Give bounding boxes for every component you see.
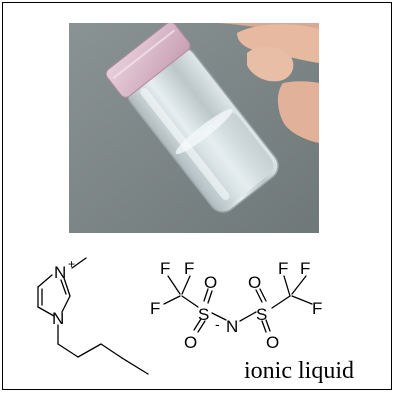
bond-s2-c [271,295,291,309]
anion-s1: S [198,305,209,324]
bond-n1-c2 [61,295,71,313]
fingertip [247,46,294,82]
cation-bonds [37,257,149,375]
bond-cf-3 [163,295,181,305]
anion-o1: O [204,273,217,292]
bond-butyl-3 [77,343,102,358]
bond-methyl [71,257,87,269]
anion-f6: F [312,299,322,318]
anion-f4: F [278,259,288,278]
bond-c5-n1 [37,306,55,317]
bond-butyl-2 [57,343,79,358]
cap-ridge [112,29,176,80]
bond-c2-n3 [63,277,71,297]
cation-n-bottom: N [52,309,64,328]
vial [105,23,279,213]
vial-photo-drawing [69,23,319,233]
bond-s1-o1 [203,288,209,302]
bond-n3-c4 [37,274,53,288]
bond-s1-o1-double [207,290,213,304]
bond-n-s2 [239,311,257,322]
vial-photo [69,23,319,233]
bond-c-s1 [181,295,199,308]
bond-cf-5 [291,275,307,295]
cation-labels: N + N [52,257,75,328]
anion-f1: F [160,259,170,278]
bond-s2-o4-double [265,319,271,332]
chemical-structure: N + N F F F O S O N - O [37,257,322,375]
bond-c2-n3-double [60,279,67,295]
anion-bonds [163,275,313,333]
bond-cf-6 [291,295,313,305]
bond-s2-o4 [261,320,267,333]
cation-n-plus: N [54,263,66,282]
bond-s1-o2 [193,318,202,331]
caption-ionic-liquid: ionic liquid [244,358,354,384]
bond-cf-1 [167,275,181,295]
anion-o3: O [248,273,261,292]
anion-s2: S [256,305,267,324]
anion-f5: F [300,259,310,278]
anion-f3: F [150,299,160,318]
thumb [237,24,319,63]
anion-labels: F F F O S O N - O S O F F F [150,259,322,352]
bond-s2-o3 [255,289,263,303]
cation-charge: + [68,257,75,271]
glass-highlight [140,88,230,201]
bond-butyl-4 [100,343,123,359]
anion-o4: O [266,333,279,352]
bond-cf-2 [181,275,191,295]
anion-minus: - [215,316,220,332]
anion-n: N [226,317,238,336]
finger-right [277,81,319,143]
bond-s1-o2-double [197,320,206,333]
anion-f2: F [184,259,194,278]
bond-butyl-5 [121,357,149,375]
bond-cf-4 [283,275,291,297]
bond-s2-o3-double [259,288,267,302]
bond-s1-n [211,312,227,321]
anion-o2: O [184,333,197,352]
liquid-meniscus [175,108,233,155]
vial-cap [105,23,191,98]
